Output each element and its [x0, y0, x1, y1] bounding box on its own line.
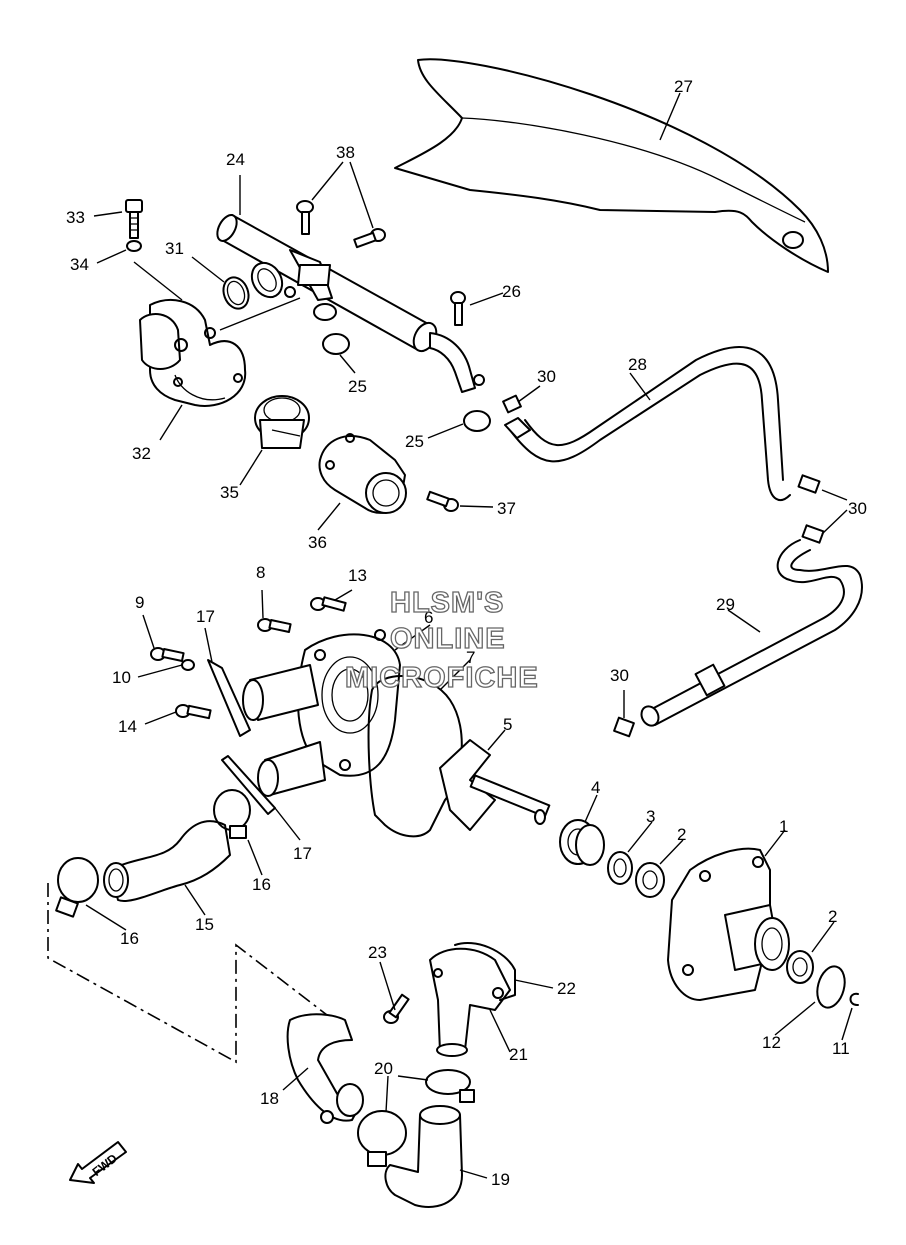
forward-arrow-icon: FWD: [69, 1141, 127, 1184]
label-35: 35: [220, 483, 239, 502]
clamp-16b: [213, 789, 251, 839]
o-ring-31: [222, 276, 250, 310]
label-10: 10: [112, 668, 131, 687]
thermostat-cover: [318, 433, 407, 514]
label-30-top: 30: [537, 367, 556, 386]
label-38: 38: [336, 143, 355, 162]
impeller-shaft: [439, 739, 551, 831]
bolt-13: [310, 596, 347, 612]
label-31: 31: [165, 239, 184, 258]
hose-29: [640, 539, 863, 727]
bearing-2b: [786, 950, 814, 984]
label-5: 5: [503, 715, 512, 734]
gasket-22: [454, 942, 516, 1001]
bracket-17a: [207, 659, 251, 737]
bolt-9: [150, 647, 185, 662]
gasket: [367, 675, 463, 838]
bolt-38a: [296, 200, 314, 235]
label-32: 32: [132, 444, 151, 463]
label-27: 27: [674, 77, 693, 96]
washer-34: [126, 240, 142, 252]
label-12: 12: [762, 1033, 781, 1052]
pump-cover: [667, 847, 790, 1001]
label-17-upper: 17: [196, 607, 215, 626]
reference-line: [47, 883, 341, 1064]
label-9: 9: [135, 593, 144, 612]
label-20: 20: [374, 1059, 393, 1078]
clamp-16a: [55, 857, 99, 918]
hose-18: [286, 1013, 364, 1124]
label-24: 24: [226, 150, 245, 169]
hose-19: [384, 1105, 463, 1208]
bolt-23: [383, 993, 410, 1024]
clamp-20: [357, 1069, 475, 1167]
label-25-upper: 25: [348, 377, 367, 396]
clamp-30b: [797, 474, 825, 544]
leader-lines: [85, 92, 853, 1179]
bolt-14: [175, 704, 212, 720]
watermark-line-3: MICROFICHE: [345, 662, 539, 694]
watermark-line-2: ONLINE: [390, 623, 506, 655]
washer-10: [181, 659, 195, 671]
label-13: 13: [348, 566, 367, 585]
hose-15: [103, 820, 231, 902]
label-25-lower: 25: [405, 432, 424, 451]
o-ring-25-upper: [322, 333, 350, 355]
label-30-right: 30: [848, 499, 867, 518]
bearing-2a: [635, 862, 665, 898]
oil-seal-3: [607, 851, 633, 885]
hose-28: [504, 346, 791, 501]
label-2-lower: 2: [828, 907, 837, 926]
label-34: 34: [70, 255, 89, 274]
mechanical-seal: [559, 819, 605, 866]
clamp-30a: [502, 394, 522, 414]
label-33: 33: [66, 208, 85, 227]
label-6: 6: [424, 608, 433, 627]
circlip-11: [849, 992, 859, 1006]
bolt-37: [426, 490, 459, 512]
label-14: 14: [118, 717, 137, 736]
water-pump-housing: [242, 629, 401, 797]
watermark: HLSM'S ONLINE MICROFICHE: [344, 586, 539, 694]
label-11: 11: [832, 1039, 850, 1058]
clamp-30c: [613, 716, 635, 738]
label-19: 19: [491, 1170, 510, 1189]
bolt-33: [125, 199, 143, 239]
outlet-elbow: [429, 947, 511, 1057]
o-ring-25-lower: [463, 410, 491, 432]
label-30-lower: 30: [610, 666, 629, 685]
label-3: 3: [646, 807, 655, 826]
label-16-center: 16: [252, 875, 271, 894]
label-26: 26: [502, 282, 521, 301]
label-36: 36: [308, 533, 327, 552]
label-21: 21: [509, 1045, 528, 1064]
watermark-line-1: HLSM'S: [390, 587, 504, 619]
label-15: 15: [195, 915, 214, 934]
part-labels: 27 24 38 33 34 31 26 25 25 30 28 30 32 3…: [66, 77, 867, 1189]
label-22: 22: [557, 979, 576, 998]
thermostat-housing: [139, 299, 247, 407]
label-4: 4: [591, 778, 600, 797]
bolt-38b: [353, 228, 386, 249]
thermostat: [254, 395, 310, 449]
label-28: 28: [628, 355, 647, 374]
label-16-left: 16: [120, 929, 139, 948]
label-8: 8: [256, 563, 265, 582]
water-pipe: [216, 214, 485, 393]
label-29: 29: [716, 595, 735, 614]
label-37: 37: [497, 499, 516, 518]
label-1: 1: [779, 817, 788, 836]
heat-shield: [394, 58, 829, 273]
label-7: 7: [466, 648, 475, 667]
label-23: 23: [368, 943, 387, 962]
label-17-lower: 17: [293, 844, 312, 863]
label-2-upper: 2: [677, 825, 686, 844]
label-18: 18: [260, 1089, 279, 1108]
bolt-8: [257, 618, 292, 633]
bolt-26: [450, 291, 466, 326]
o-ring-12: [816, 965, 846, 1009]
